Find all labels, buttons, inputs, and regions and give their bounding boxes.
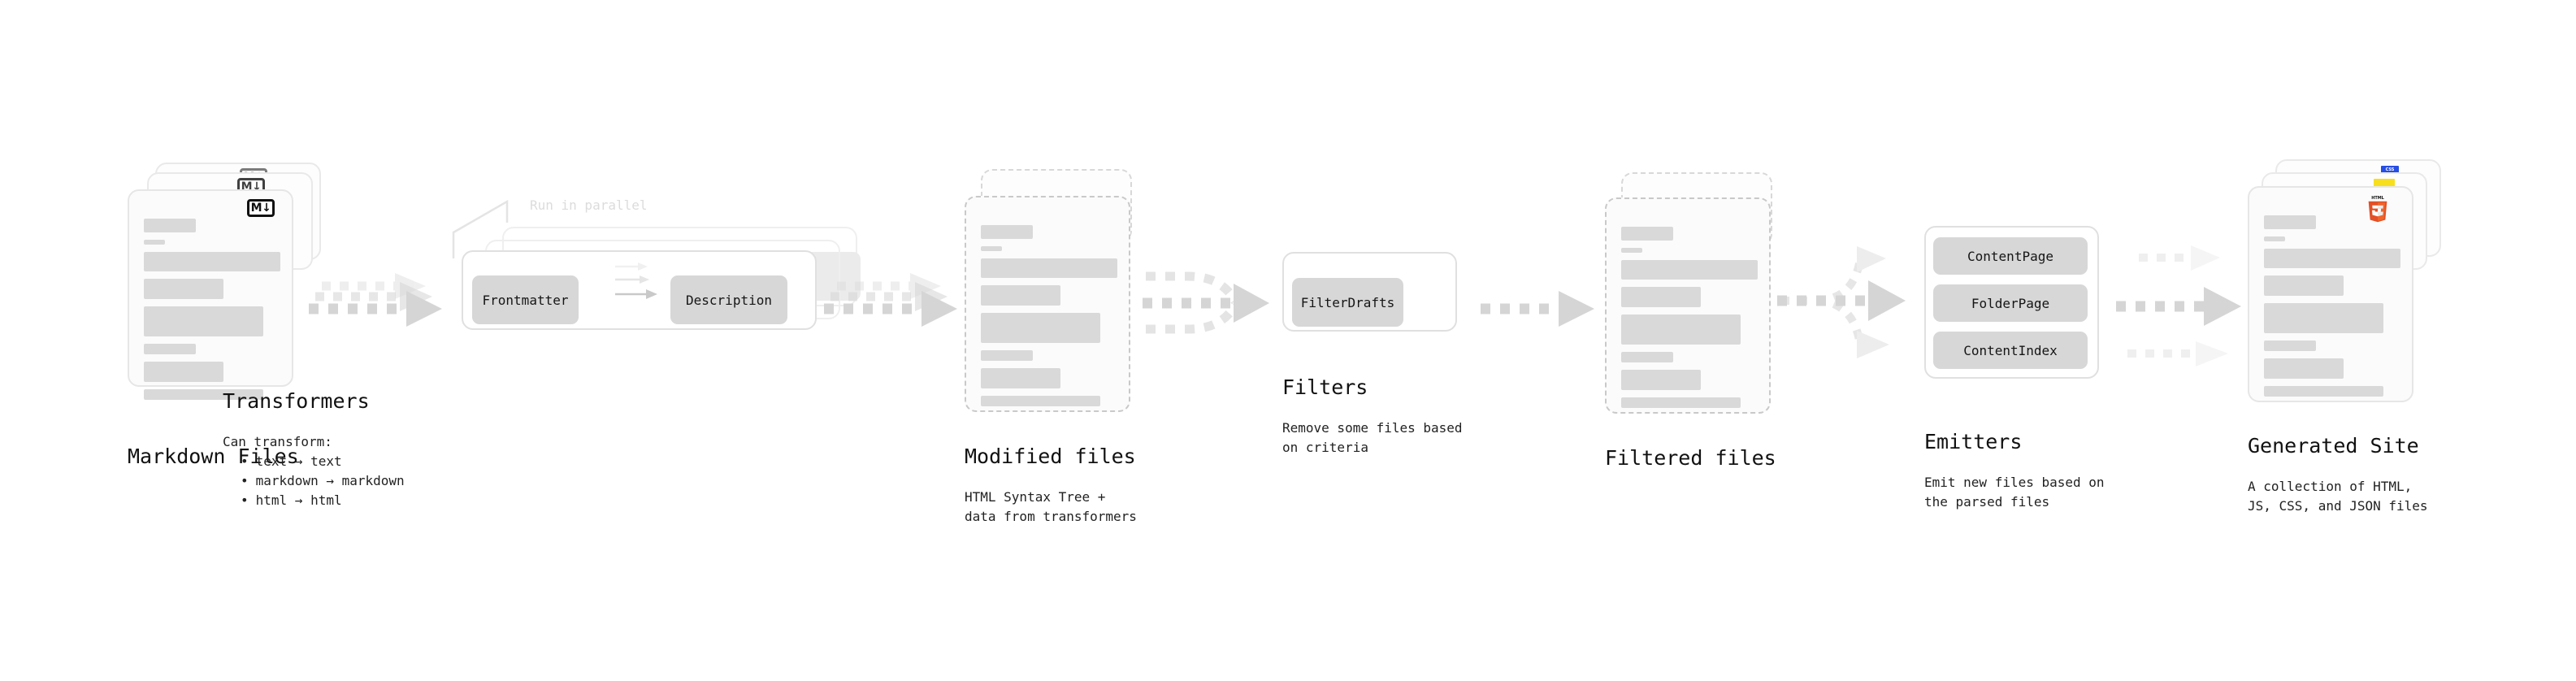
- emitters-desc: Emit new files based on the parsed files: [1924, 475, 2105, 510]
- transformers-bullet: html → html: [241, 491, 491, 510]
- skeleton-bar: [981, 258, 1117, 278]
- filtered-skeleton-bars: [1621, 227, 1758, 415]
- filtered-file-front: [1605, 197, 1771, 414]
- arrow-emitters-to-site: [2116, 245, 2241, 367]
- arrow-transformers-to-modified: [824, 273, 957, 327]
- transformer-chip-description[interactable]: Description: [670, 275, 787, 324]
- skeleton-bar: [144, 279, 223, 299]
- modified-skeleton-bars: [981, 225, 1117, 414]
- markdown-file-front: [128, 189, 293, 400]
- transformers-desc-lead: Can transform:: [223, 434, 332, 449]
- skeleton-bar: [144, 240, 165, 245]
- markdown-skeleton-bars: [144, 219, 280, 407]
- generated-site-desc: A collection of HTML, JS, CSS, and JSON …: [2248, 479, 2428, 514]
- arrow-filtered-to-emitters-fanout: [1777, 246, 1906, 358]
- skeleton-bar: [144, 219, 196, 232]
- emitter-chip-contentindex[interactable]: ContentIndex: [1933, 332, 2088, 369]
- skeleton-bar: [2264, 358, 2344, 379]
- transformers-bullet-list: text → text markdown → markdown html → h…: [223, 452, 491, 510]
- modified-files-desc: HTML Syntax Tree + data from transformer…: [965, 489, 1137, 524]
- skeleton-bar: [981, 313, 1100, 343]
- emitter-chip-contentpage[interactable]: ContentPage: [1933, 237, 2088, 275]
- svg-text:HTML: HTML: [2371, 196, 2384, 201]
- modified-files-title: Modified files: [965, 445, 1136, 468]
- transformers-desc: Can transform: text → text markdown → ma…: [223, 432, 491, 510]
- skeleton-bar: [2264, 249, 2400, 268]
- run-in-parallel-label: Run in parallel: [530, 197, 648, 213]
- modified-file-front: [965, 196, 1130, 412]
- run-in-parallel-leader: [452, 199, 509, 258]
- filtered-files-title: Filtered files: [1605, 446, 1776, 470]
- transformer-inner-arrows: [615, 262, 657, 299]
- css-badge: CSS: [2381, 166, 2399, 174]
- skeleton-bar: [144, 362, 223, 382]
- arrow-filters-to-filtered: [1481, 291, 1594, 327]
- skeleton-bar: [2264, 340, 2316, 351]
- emitter-chip-folderpage[interactable]: FolderPage: [1933, 284, 2088, 322]
- skeleton-bar: [981, 350, 1033, 361]
- skeleton-bar: [1621, 370, 1701, 390]
- site-file-front: [2248, 186, 2413, 402]
- markdown-badge-front: M↓: [247, 199, 275, 217]
- skeleton-bar: [1621, 227, 1673, 241]
- skeleton-bar: [2264, 275, 2344, 296]
- filter-chip-filterdrafts[interactable]: FilterDrafts: [1292, 278, 1403, 327]
- site-skeleton-bars: [2264, 215, 2400, 404]
- skeleton-bar: [1621, 314, 1741, 345]
- skeleton-bar: [1621, 248, 1642, 253]
- skeleton-bar: [2264, 236, 2285, 241]
- transformers-bullet: markdown → markdown: [241, 471, 491, 491]
- skeleton-bar: [1621, 397, 1741, 408]
- generated-site-title: Generated Site: [2248, 434, 2419, 458]
- skeleton-bar: [144, 389, 263, 400]
- skeleton-bar: [144, 252, 280, 271]
- skeleton-bar: [981, 225, 1033, 239]
- skeleton-bar: [981, 285, 1060, 306]
- transformer-chip-frontmatter[interactable]: Frontmatter: [472, 275, 579, 324]
- skeleton-bar: [2264, 386, 2383, 397]
- filters-title: Filters: [1282, 375, 1368, 399]
- arrow-markdown-to-transformers: [309, 273, 442, 327]
- skeleton-bar: [2264, 303, 2383, 333]
- skeleton-bar: [1621, 287, 1701, 307]
- skeleton-bar: [2264, 215, 2316, 229]
- transformers-title: Transformers: [223, 389, 370, 413]
- arrow-modified-to-filters-merge: [1143, 271, 1269, 334]
- html5-icon: HTML: [2368, 196, 2387, 223]
- skeleton-bar: [144, 344, 196, 354]
- skeleton-bar: [1621, 260, 1758, 280]
- skeleton-bar: [981, 368, 1060, 388]
- skeleton-bar: [144, 306, 263, 336]
- filters-desc: Remove some files based on criteria: [1282, 420, 1463, 455]
- skeleton-bar: [1621, 352, 1673, 362]
- skeleton-bar: [981, 396, 1100, 406]
- skeleton-bar: [981, 246, 1002, 251]
- transformers-bullet: text → text: [241, 452, 491, 471]
- emitters-title: Emitters: [1924, 430, 2023, 453]
